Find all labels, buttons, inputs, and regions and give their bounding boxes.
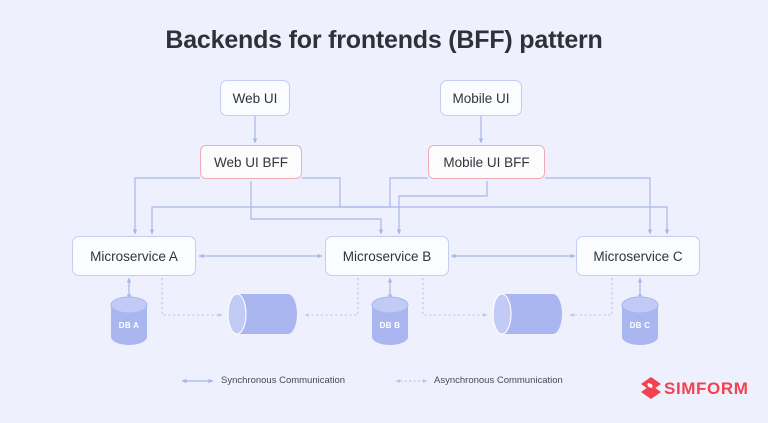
node-microservice-b-label: Microservice B [342, 248, 432, 264]
legend-synchronous-label: Synchronous Communication [221, 375, 346, 386]
node-web-ui-bff-label: Web UI BFF [213, 154, 288, 170]
queue-right-shape [492, 293, 562, 335]
node-mobile-ui[interactable]: Mobile UI [440, 80, 522, 116]
node-microservice-b[interactable]: Microservice B [325, 236, 449, 276]
node-mobile-ui-label: Mobile UI [452, 90, 510, 106]
node-web-ui-label: Web UI [232, 90, 278, 106]
db-b-label: DB B [379, 321, 401, 330]
legend-asynchronous-label: Asynchronous Communication [434, 375, 563, 386]
node-web-ui-bff[interactable]: Web UI BFF [200, 145, 302, 179]
node-mobile-ui-bff[interactable]: Mobile UI BFF [428, 145, 545, 179]
queue-left-shape [227, 293, 297, 335]
db-a-label: DB A [118, 321, 140, 330]
node-mobile-ui-bff-label: Mobile UI BFF [443, 154, 530, 170]
db-c-label: DB C [629, 321, 651, 330]
simform-logo-mark [641, 377, 661, 399]
node-microservice-c[interactable]: Microservice C [576, 236, 700, 276]
node-web-ui[interactable]: Web UI [220, 80, 290, 116]
page-title: Backends for frontends (BFF) pattern [165, 26, 603, 54]
simform-logo-text: SIMFORM [664, 379, 749, 398]
node-microservice-c-label: Microservice C [593, 248, 683, 264]
node-microservice-a[interactable]: Microservice A [72, 236, 196, 276]
node-microservice-a-label: Microservice A [90, 248, 178, 264]
